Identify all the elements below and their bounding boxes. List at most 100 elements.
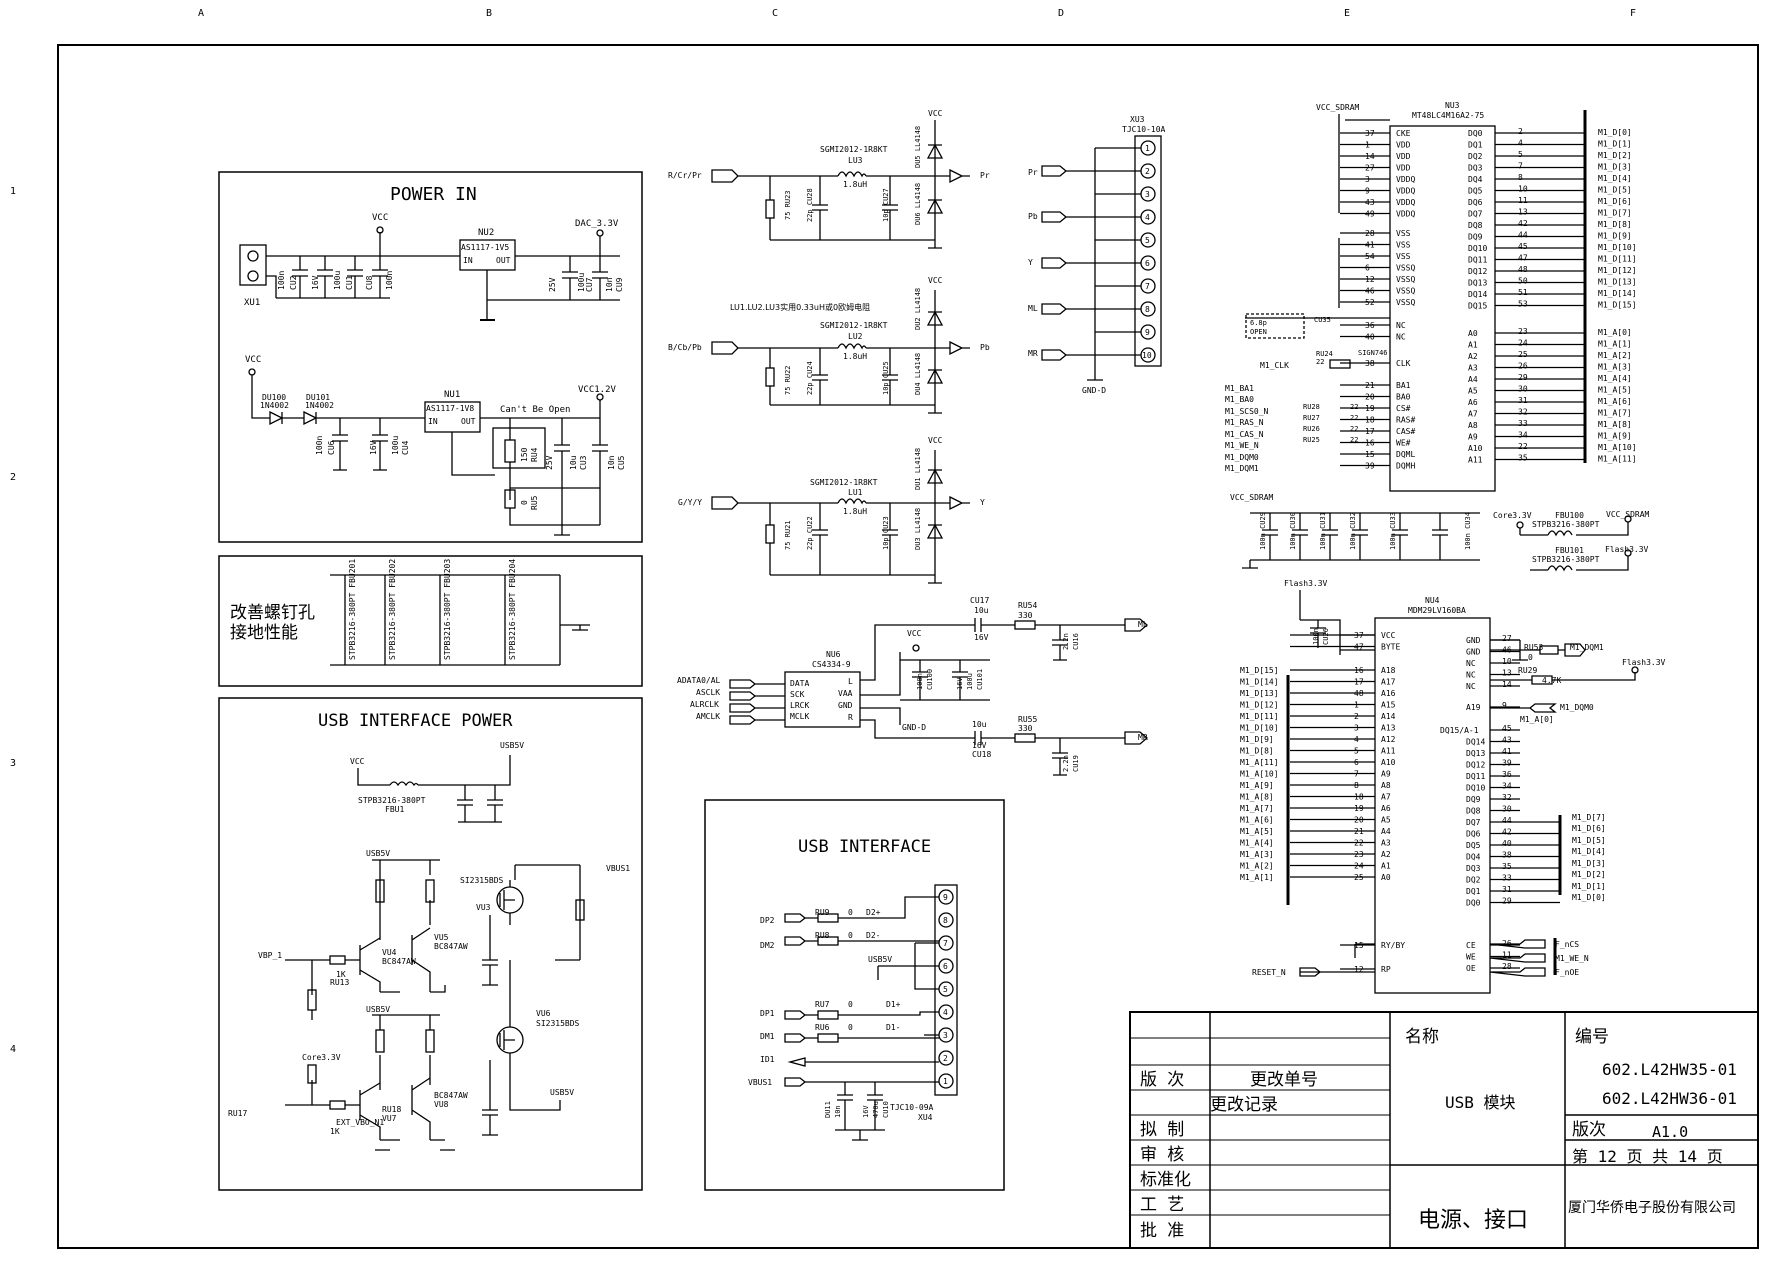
- svg-text:G/Y/Y: G/Y/Y: [678, 498, 702, 507]
- flash-net-label: M1_D[10]: [1240, 724, 1279, 733]
- flash-net-label: M1_D[7]: [1572, 813, 1606, 822]
- sdram-pin-number: 32: [1518, 408, 1528, 417]
- svg-text:2.2n: 2.2n: [1062, 755, 1070, 772]
- flash-pin-number: 14: [1502, 680, 1512, 689]
- flash-pin-name: GND: [1466, 636, 1481, 645]
- svg-text:RU29: RU29: [1518, 666, 1537, 675]
- svg-text:Pr: Pr: [980, 171, 990, 180]
- sdram-pin-name: VSSQ: [1396, 287, 1415, 296]
- sdram-net-label: M1_A[7]: [1598, 409, 1632, 418]
- svg-text:RU54: RU54: [1018, 601, 1037, 610]
- svg-text:100n CU30: 100n CU30: [1289, 512, 1297, 550]
- svg-text:RU13: RU13: [330, 978, 349, 987]
- flash-pin-name: DQ10: [1466, 784, 1485, 793]
- sdram-net-label: M1_A[6]: [1598, 397, 1632, 406]
- svg-text:NU2: NU2: [478, 228, 494, 238]
- sdram-pin-name: A1: [1468, 341, 1478, 350]
- svg-text:ADATA0/AL: ADATA0/AL: [677, 676, 721, 685]
- sdram-pin-name: DQ4: [1468, 175, 1483, 184]
- svg-text:D1-: D1-: [886, 1023, 900, 1032]
- svg-text:STPB3216-380PT FBU204: STPB3216-380PT FBU204: [508, 559, 517, 660]
- svg-text:GND: GND: [838, 701, 853, 710]
- svg-text:22: 22: [1350, 403, 1358, 411]
- flash-net-label: M1_D[13]: [1240, 689, 1279, 698]
- flash-net-label: M1_A[6]: [1240, 816, 1274, 825]
- svg-text:RU17: RU17: [228, 1109, 247, 1118]
- svg-text:DAC_3.3V: DAC_3.3V: [575, 219, 619, 229]
- svg-text:RU8: RU8: [815, 931, 830, 940]
- svg-text:USB5V: USB5V: [366, 1005, 390, 1014]
- svg-text:VCC: VCC: [928, 109, 943, 118]
- sdram-pin-name: DQ3: [1468, 164, 1483, 173]
- svg-text:CU26: CU26: [1322, 628, 1330, 645]
- flash-pin-number: 13: [1502, 669, 1512, 678]
- svg-text:DATA: DATA: [790, 679, 809, 688]
- flash-pin-name: NC: [1466, 682, 1476, 691]
- grid-col-f: F: [1630, 8, 1636, 19]
- grid-col-e: E: [1344, 8, 1350, 19]
- svg-text:9: 9: [1145, 328, 1150, 337]
- svg-text:DU100: DU100: [262, 393, 286, 402]
- flash-pin-name: A16: [1381, 689, 1396, 698]
- svg-text:75 RU23: 75 RU23: [784, 190, 792, 220]
- sdram-pin-name: VDDQ: [1396, 187, 1415, 196]
- svg-text:VCC_SDRAM: VCC_SDRAM: [1606, 510, 1650, 519]
- svg-text:10p CU23: 10p CU23: [882, 516, 890, 550]
- svg-text:5: 5: [943, 985, 948, 994]
- flash-pin-name: NC: [1466, 659, 1476, 668]
- svg-text:Pb: Pb: [1028, 212, 1038, 221]
- sdram-pin-name: A8: [1468, 421, 1478, 430]
- flash-pin-number: 32: [1502, 793, 1512, 802]
- flash-pin-name: OE: [1466, 964, 1476, 973]
- flash-pin-name: A12: [1381, 735, 1396, 744]
- sdram-pin-name: NC: [1396, 321, 1406, 330]
- svg-text:VCC: VCC: [245, 355, 261, 365]
- sdram-pin-number: 47: [1518, 254, 1528, 263]
- flash-pin-name: DQ14: [1466, 738, 1485, 747]
- svg-text:10n: 10n: [607, 455, 616, 470]
- svg-text:VBP_1: VBP_1: [258, 951, 282, 960]
- flash-pin-name: RP: [1381, 965, 1391, 974]
- flash-net-label: Flash3.3V: [1622, 658, 1666, 667]
- sdram-pin-name: VSS: [1396, 252, 1411, 261]
- tb-drawing-title: 电源、接口: [1418, 1208, 1528, 1233]
- sdram-pin-name: DQ9: [1468, 233, 1483, 242]
- svg-text:OUT: OUT: [461, 417, 476, 426]
- decoupling-section: VCC_SDRAM Core3.3V FBU100 STPB3216-380PT…: [1230, 493, 1650, 572]
- svg-text:SGMI2012-1R8KT: SGMI2012-1R8KT: [820, 321, 888, 330]
- flash-net-label: RESET_N: [1252, 968, 1286, 977]
- sdram-pin-name: DQ2: [1468, 152, 1483, 161]
- flash-net-label: M1_WE_N: [1555, 954, 1589, 963]
- svg-text:RU6: RU6: [815, 1023, 830, 1032]
- svg-text:Can't Be Open: Can't Be Open: [500, 405, 570, 415]
- svg-text:D2-: D2-: [866, 931, 880, 940]
- flash-pin-name: A14: [1381, 712, 1396, 721]
- screw-ground-block: 改善螺钉孔 接地性能 STPB3216-380PT FBU201 STPB321…: [218, 555, 643, 687]
- svg-text:0: 0: [848, 1023, 853, 1032]
- svg-text:DU5 LL4148: DU5 LL4148: [914, 126, 922, 168]
- svg-text:LU1.LU2.LU3实用0.33uH或0欧姆电阻: LU1.LU2.LU3实用0.33uH或0欧姆电阻: [730, 302, 870, 312]
- sdram-pin-name: CAS#: [1396, 427, 1415, 436]
- svg-text:IN: IN: [463, 256, 473, 265]
- flash-pin-name: DQ7: [1466, 818, 1481, 827]
- sdram-pin-name: VDD: [1396, 152, 1411, 161]
- sdram-pin-name: VSS: [1396, 229, 1411, 238]
- svg-text:DU1 LL4148: DU1 LL4148: [914, 448, 922, 490]
- svg-text:ML: ML: [1138, 620, 1148, 629]
- flash-pin-name: A9: [1381, 770, 1391, 779]
- svg-text:VCC: VCC: [928, 276, 943, 285]
- svg-text:XU3: XU3: [1130, 115, 1145, 124]
- sdram-net-label: M1_BA1: [1225, 384, 1254, 393]
- sdram-pin-number: 35: [1518, 454, 1528, 463]
- svg-text:VCC: VCC: [907, 629, 922, 638]
- power-in-block: POWER IN XU1 VCC 100n CU2 16V 100u CU1 C…: [218, 171, 643, 543]
- sdram-pin-name: DQMH: [1396, 462, 1415, 471]
- svg-text:MR: MR: [1138, 733, 1148, 742]
- sheet-border: [57, 44, 1759, 1249]
- audio-dac-section: NU6 CS4334-9 ADATA0/AL ASCLK ALRCLK AMCL…: [677, 596, 1148, 776]
- svg-text:VCC_SDRAM: VCC_SDRAM: [1316, 103, 1360, 112]
- svg-text:TJC10-10A: TJC10-10A: [1122, 125, 1166, 134]
- svg-text:CU10: CU10: [882, 1101, 890, 1118]
- svg-text:NU3: NU3: [1445, 101, 1460, 110]
- svg-text:CU100: CU100: [926, 669, 934, 690]
